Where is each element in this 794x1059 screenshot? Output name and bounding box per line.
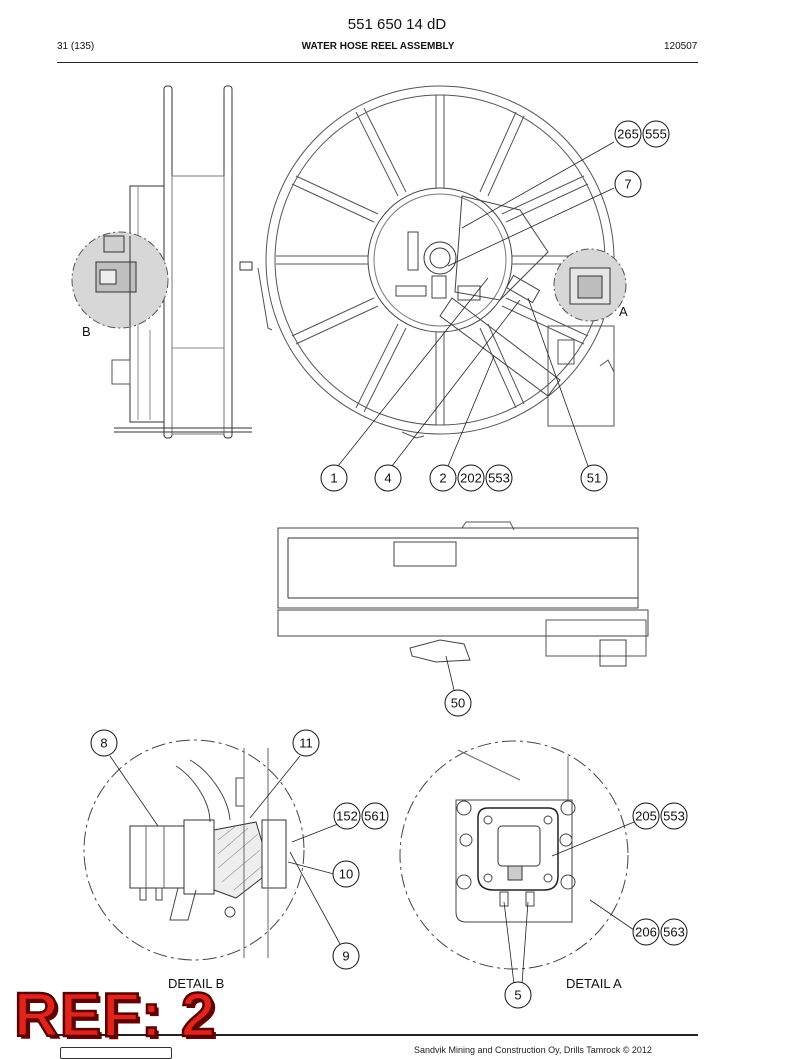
date-code: 120507 [664, 41, 698, 52]
callout-7: 7 [624, 177, 631, 192]
view-letter-b: B [82, 324, 91, 339]
callout-553-detail-a: 553 [663, 809, 685, 824]
callout-202: 202 [460, 471, 482, 486]
callout-561: 561 [364, 809, 386, 824]
callout-555: 555 [645, 127, 667, 142]
detail-b-view [83, 739, 305, 961]
callout-11: 11 [299, 736, 313, 751]
callout-152: 152 [336, 809, 358, 824]
callout-553: 553 [488, 471, 510, 486]
header-rule [57, 62, 698, 63]
page-number: 31 (135) [57, 41, 95, 52]
page-title: WATER HOSE REEL ASSEMBLY [301, 41, 455, 52]
front-view [257, 85, 627, 439]
callout-51: 51 [587, 471, 601, 486]
leader-lines-detail-a [503, 821, 635, 985]
detail-b-label: DETAIL B [168, 976, 224, 991]
detail-a-view [399, 740, 629, 970]
callout-9: 9 [342, 949, 349, 964]
callout-563: 563 [663, 925, 685, 940]
ref-stamp: REF: 2 [13, 981, 217, 1050]
detail-a-label: DETAIL A [566, 976, 622, 991]
leader-lines-front [337, 141, 615, 467]
callout-265: 265 [617, 127, 639, 142]
callout-50: 50 [451, 696, 465, 711]
view-letter-a: A [619, 304, 628, 319]
callout-10: 10 [339, 867, 353, 882]
leader-lines-detail-b [109, 755, 341, 945]
side-view [71, 85, 253, 439]
top-view [277, 521, 649, 667]
callout-8: 8 [100, 736, 107, 751]
footer-rule [57, 1034, 698, 1036]
callout-2: 2 [439, 471, 446, 486]
callout-205: 205 [635, 809, 657, 824]
callout-4: 4 [384, 471, 391, 486]
footer-copyright: Sandvik Mining and Construction Oy, Dril… [414, 1045, 652, 1055]
document-number: 551 650 14 dD [347, 16, 447, 33]
callout-1: 1 [330, 471, 337, 486]
callout-5: 5 [514, 988, 521, 1003]
callout-206: 206 [635, 925, 657, 940]
